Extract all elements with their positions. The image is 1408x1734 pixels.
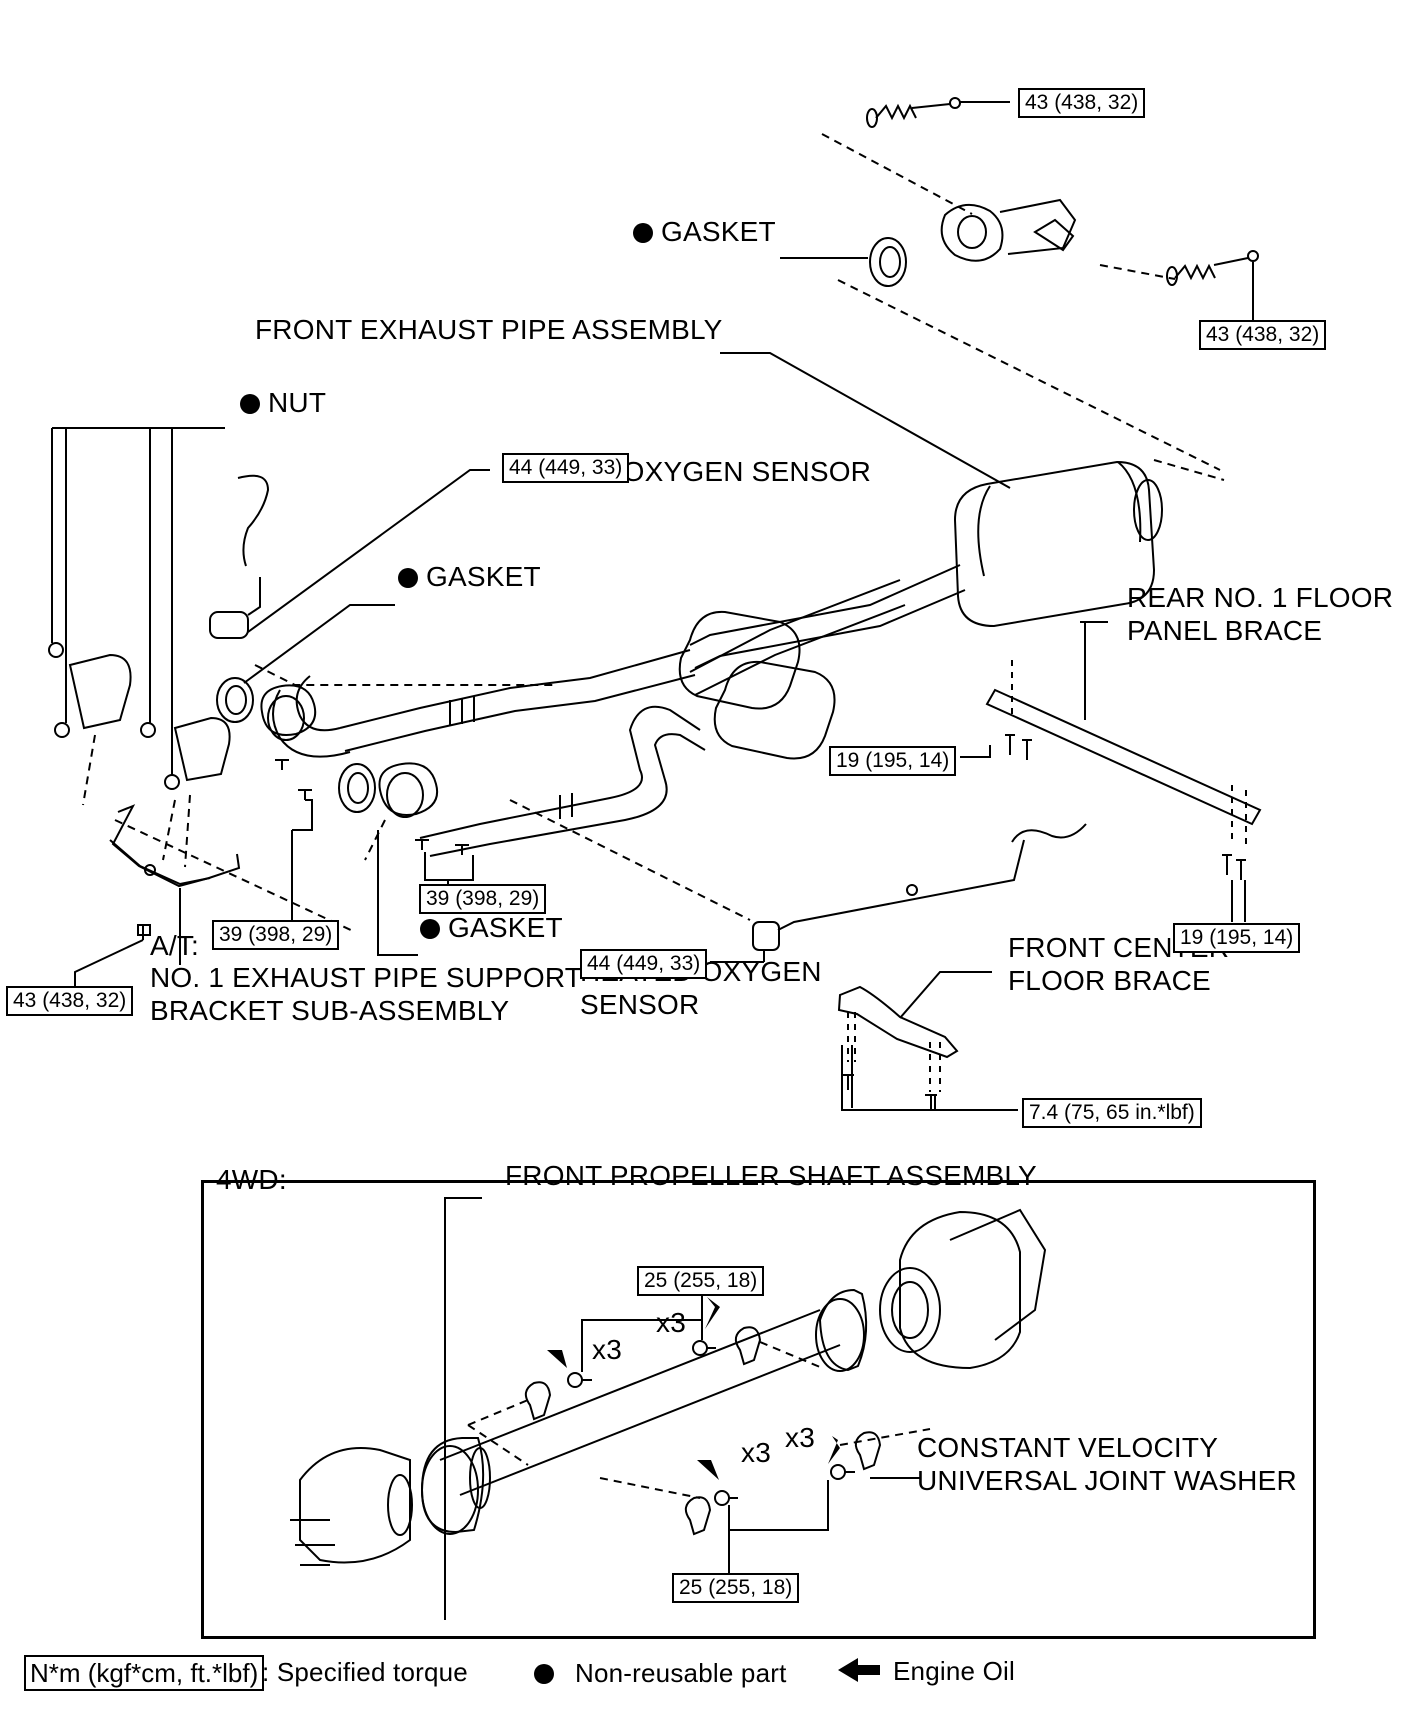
label-text: PANEL BRACE — [1127, 615, 1323, 646]
torque-box-o2-top: 44 (449, 33) — [502, 453, 630, 483]
torque-box-prop-top: 25 (255, 18) — [637, 1266, 765, 1296]
top-flange-group — [780, 98, 1258, 470]
rear-floor-brace — [960, 622, 1260, 922]
4wd-frame — [201, 1180, 1316, 1639]
label-fourwd: 4WD: — [216, 1164, 287, 1196]
label-prop-shaft: FRONT PROPELLER SHAFT ASSEMBLY — [505, 1160, 1037, 1192]
label-text: x3 — [785, 1422, 815, 1453]
label-text: x3 — [656, 1307, 686, 1338]
label-text: 4WD: — [216, 1164, 287, 1195]
oil-arrow-markers — [547, 1297, 840, 1480]
label-text: UNIVERSAL JOINT WASHER — [917, 1465, 1297, 1496]
torque-box-flange-left: 39 (398, 29) — [212, 920, 340, 950]
label-text: SENSOR — [580, 989, 700, 1020]
label-text: NO. 1 EXHAUST PIPE SUPPORT — [150, 962, 583, 993]
label-text: GASKET — [426, 561, 541, 592]
label-text: REAR NO. 1 FLOOR — [1127, 582, 1394, 613]
label-text: FLOOR BRACE — [1008, 965, 1211, 996]
label-text: BRACKET SUB-ASSEMBLY — [150, 995, 510, 1026]
legend-nonreusable: Non-reusable part — [575, 1658, 787, 1688]
label-text: A/T: — [150, 930, 200, 961]
label-gasket-top: GASKET — [633, 216, 776, 248]
torque-box-brace-right: 19 (195, 14) — [1173, 923, 1301, 953]
label-heated-o2-low-2: SENSOR — [580, 989, 699, 1021]
torque-box-front-brace: 7.4 (75, 65 in.*lbf) — [1022, 1098, 1202, 1128]
legend-arrow-icon — [838, 1658, 880, 1682]
label-text: NUT — [268, 387, 327, 418]
legend-torque-box: N*m (kgf*cm, ft.*lbf) — [24, 1655, 265, 1691]
o2-sensor-low — [710, 824, 1086, 962]
nonreusable-dot-icon — [633, 223, 653, 243]
torque-box-prop-bottom: 25 (255, 18) — [672, 1573, 800, 1603]
label-x3-b: x3 — [656, 1307, 686, 1339]
propeller-shaft-group — [290, 1198, 1045, 1620]
legend-dot-icon — [534, 1664, 554, 1684]
label-text: FRONT PROPELLER SHAFT ASSEMBLY — [505, 1160, 1037, 1191]
torque-box-flange-right: 39 (398, 29) — [419, 884, 547, 914]
label-gasket-mid: GASKET — [398, 561, 541, 593]
nonreusable-dot-icon — [240, 394, 260, 414]
label-x3-a: x3 — [592, 1334, 622, 1366]
catalyst-group — [273, 612, 835, 856]
label-front-brace-2: FLOOR BRACE — [1008, 965, 1211, 997]
legend-torque-desc: : Specified torque — [262, 1657, 468, 1687]
o2-sensor-top — [210, 470, 490, 638]
label-at: A/T: — [150, 930, 199, 962]
torque-box-top-right-2: 43 (438, 32) — [1199, 320, 1327, 350]
label-front-exhaust-pipe: FRONT EXHAUST PIPE ASSEMBLY — [255, 314, 723, 346]
label-bracket-2: BRACKET SUB-ASSEMBLY — [150, 995, 509, 1027]
nonreusable-dot-icon — [398, 568, 418, 588]
label-text: FRONT EXHAUST PIPE ASSEMBLY — [255, 314, 723, 345]
label-x3-d: x3 — [785, 1422, 815, 1454]
front-flange-group — [217, 665, 750, 935]
support-bracket — [75, 806, 239, 990]
label-text: CONSTANT VELOCITY — [917, 1432, 1219, 1463]
label-text: x3 — [592, 1334, 622, 1365]
legend-engine-oil: Engine Oil — [893, 1656, 1015, 1686]
label-x3-c: x3 — [741, 1437, 771, 1469]
label-rear-brace-1: REAR NO. 1 FLOOR — [1127, 582, 1393, 614]
label-bracket-1: NO. 1 EXHAUST PIPE SUPPORT — [150, 962, 582, 994]
front-center-floor-brace — [839, 972, 1018, 1110]
nonreusable-dot-icon — [420, 919, 440, 939]
torque-box-bracket-bolt: 43 (438, 32) — [6, 986, 134, 1016]
label-text: GASKET — [661, 216, 776, 247]
torque-box-brace-left: 19 (195, 14) — [829, 746, 957, 776]
label-rear-brace-2: PANEL BRACE — [1127, 615, 1322, 647]
label-text: GASKET — [448, 912, 563, 943]
torque-box-top-right-1: 43 (438, 32) — [1018, 88, 1146, 118]
label-gasket-low: GASKET — [420, 912, 563, 944]
label-cv-washer-1: CONSTANT VELOCITY — [917, 1432, 1218, 1464]
heat-shield-group — [49, 428, 355, 932]
label-cv-washer-2: UNIVERSAL JOINT WASHER — [917, 1465, 1297, 1497]
label-nut: NUT — [240, 387, 326, 419]
label-text: x3 — [741, 1437, 771, 1468]
muffler-group — [690, 460, 1224, 695]
torque-box-o2-low: 44 (449, 33) — [580, 949, 708, 979]
